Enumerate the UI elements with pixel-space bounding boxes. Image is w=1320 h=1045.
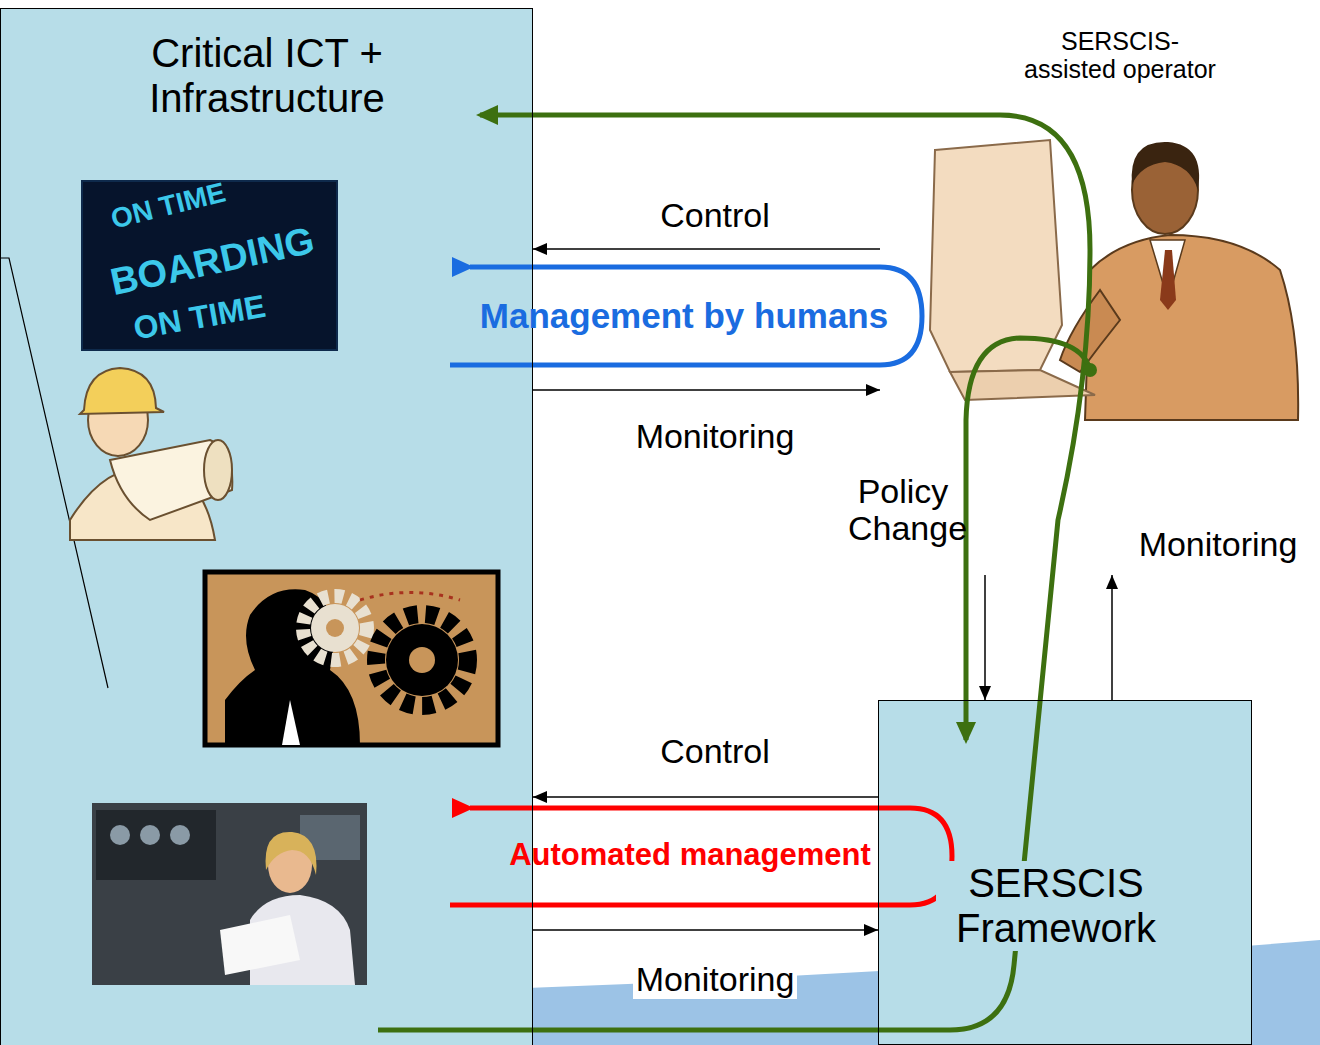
gear-dark (386, 624, 458, 696)
assisted-loop (966, 338, 1090, 740)
suit (1085, 235, 1298, 420)
human-loop (450, 267, 922, 365)
edge-label: Monitoring (1136, 526, 1301, 563)
framework-box: SERSCIS Framework (878, 700, 1252, 1045)
edge-label: Monitoring (633, 961, 798, 998)
helmet (80, 368, 164, 414)
edge-label: Monitoring (633, 418, 798, 455)
tie (1160, 250, 1176, 310)
edge-label: Control (657, 197, 773, 234)
arrow-connector (984, 575, 986, 700)
photo-ground (92, 803, 367, 985)
arrow-connector (533, 248, 880, 250)
gauge (140, 825, 160, 845)
infrastructure-box: Critical ICT + Infrastructure (0, 8, 533, 1045)
junction-dot (1083, 363, 1097, 377)
arrow-connector (533, 796, 878, 798)
arrow-connector (533, 389, 880, 391)
box-fill (0, 8, 533, 1045)
scroll (204, 440, 232, 500)
automation-loop (450, 808, 952, 905)
arrow-connector (533, 929, 878, 931)
instrument-panel (96, 810, 216, 880)
engineer-figure (70, 368, 232, 540)
gear-dark (376, 614, 468, 706)
gear-light (311, 604, 359, 652)
arrow-connector (1111, 575, 1113, 700)
gear-light (303, 596, 367, 660)
hair (266, 832, 317, 875)
operator-figure (930, 140, 1298, 420)
dotted-arc (360, 593, 460, 601)
loop-label: Management by humans (480, 297, 888, 336)
document (220, 915, 300, 975)
edge-label: Control (657, 733, 773, 770)
picture-frame (205, 572, 498, 745)
collar (282, 700, 300, 745)
edge-label: Policy Change (845, 473, 961, 548)
box-fill (878, 700, 1252, 1045)
loop-label: Automated management (509, 838, 871, 872)
box-title: SERSCIS- assisted operator (1014, 27, 1226, 83)
gear-hole (409, 647, 435, 673)
plans (110, 440, 232, 520)
box-title: Critical ICT + Infrastructure (117, 31, 417, 121)
gauge (170, 825, 190, 845)
hair (1132, 142, 1199, 190)
gears-picture (205, 572, 498, 745)
box-title: SERSCIS Framework (936, 861, 1176, 951)
gear-hole (326, 619, 344, 637)
gauge (110, 825, 130, 845)
cockpit-photo (92, 803, 367, 985)
head-silhouette (225, 589, 360, 745)
